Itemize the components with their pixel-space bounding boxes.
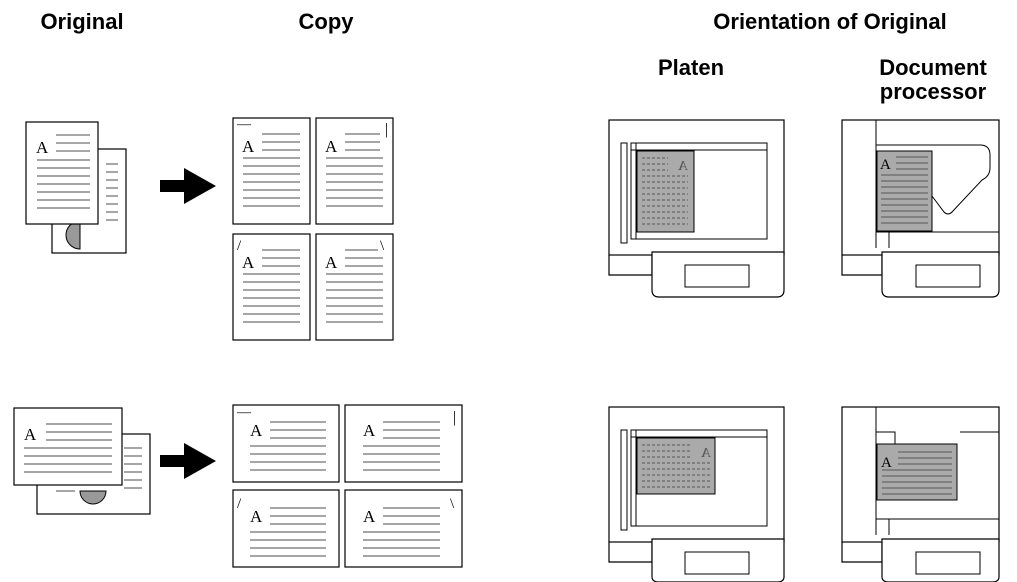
page-letter: A [880,157,891,173]
platen-scanner-portrait: A [608,119,785,298]
page-letter-mirrored: A [677,159,688,174]
page-letter: A [24,425,37,444]
copy-mark-top-left: — [236,405,252,420]
page-letter: A [250,421,263,440]
copy-mark-top-right: | [385,121,388,138]
header-document-processor-line2: processor [879,79,987,104]
page-letter: A [363,507,376,526]
copy-mark-top-left: — [236,117,252,132]
arrow-right-icon [160,168,216,204]
copy-page-bottom-right: \ A [315,233,394,341]
copy-mark-bottom-left: / [237,238,242,254]
copy-page-bottom-left: / A [232,489,340,568]
document-processor-portrait: A [841,119,1000,298]
copy-page-top-left: — A [232,404,340,483]
document-processor-landscape: A [841,406,1000,582]
platen-scanner-landscape: A [608,406,785,582]
header-orientation-of-original: Orientation of Original [713,9,947,34]
row-landscape: A — A | A [13,404,1000,582]
header-document-processor: Document processor [858,56,1008,104]
page-letter: A [325,137,338,156]
copy-page-bottom-right: \ A [344,489,463,568]
page-letter: A [250,507,263,526]
copy-page-top-left: — A [232,117,311,225]
page-letter: A [363,421,376,440]
original-front-page: A [25,121,99,225]
copy-page-bottom-left: / A [232,233,311,341]
page-letter: A [881,455,892,471]
page-letter: A [242,253,255,272]
copy-mark-bottom-left: / [237,496,242,512]
page-letter: A [242,137,255,156]
page-letter: A [36,138,49,157]
header-document-processor-line1: Document [879,55,987,80]
copy-mark-top-right: | [453,409,456,426]
row-portrait: A — A | [25,117,1000,341]
page-letter-mirrored: A [700,446,711,461]
header-platen: Platen [657,55,725,80]
copy-page-top-right: | A [344,404,463,483]
copy-page-top-right: | A [315,117,394,225]
original-front-page: A [13,407,123,486]
page-letter: A [325,253,338,272]
copy-mark-bottom-right: \ [380,238,385,254]
copy-mark-bottom-right: \ [450,496,455,512]
header-original: Original [40,9,124,34]
header-copy: Copy [298,9,354,34]
arrow-right-icon [160,443,216,479]
